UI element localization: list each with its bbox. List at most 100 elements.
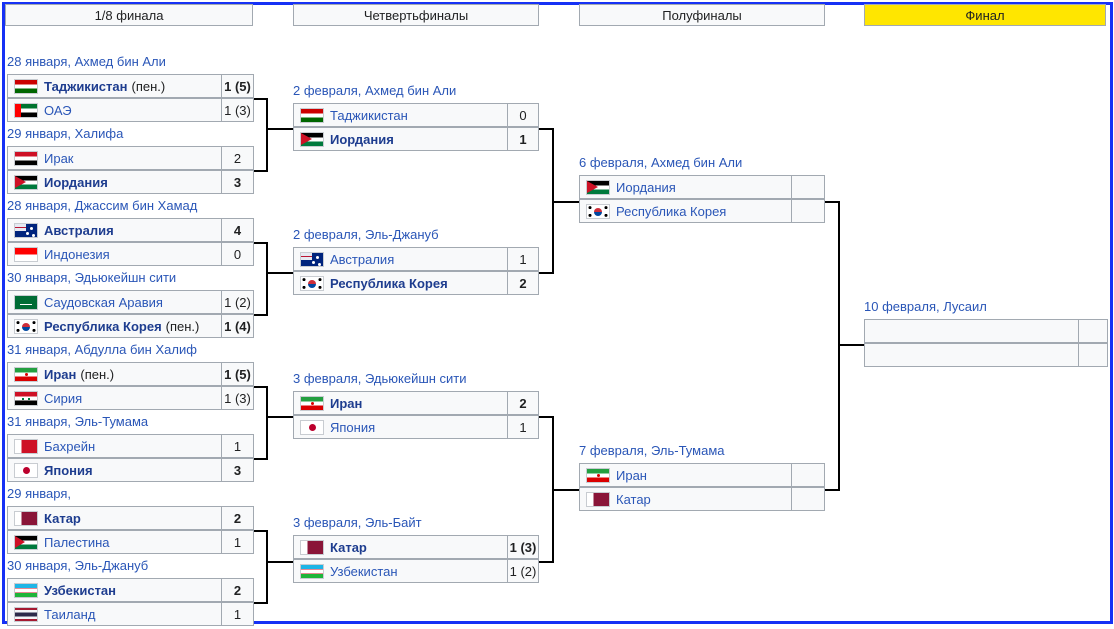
team-name[interactable]: Таиланд [44, 606, 96, 622]
r16-match-5-team-1-row[interactable]: Иран(пен.)1 (5) [7, 362, 254, 386]
team-score: 2 [221, 146, 254, 170]
bracket-connector [254, 98, 268, 100]
team-score: 1 [221, 434, 254, 458]
team-name[interactable]: Сирия [44, 390, 83, 406]
team-cell: Индонезия [7, 242, 222, 266]
team-name[interactable]: Иран [616, 467, 647, 483]
team-cell: Япония [7, 458, 222, 482]
team-name[interactable]: Катар [330, 539, 367, 555]
team-name[interactable]: Бахрейн [44, 438, 96, 454]
team-name[interactable]: Иордания [330, 131, 394, 147]
team-name[interactable]: Австралия [330, 251, 395, 267]
r16-match-2-team-1-row[interactable]: Ирак 2 [7, 146, 254, 170]
r16-match-4-team-2-row[interactable]: Республика Корея(пен.)1 (4) [7, 314, 254, 338]
jordan-flag-icon [586, 179, 610, 195]
team-score: 2 [507, 271, 539, 295]
team-cell: Республика Корея(пен.) [7, 314, 222, 338]
r16-match-1-team-1-row[interactable]: Таджикистан(пен.)1 (5) [7, 74, 254, 98]
team-score [791, 487, 825, 511]
bracket-connector [254, 530, 268, 532]
bracket-connector [266, 98, 268, 172]
team-name[interactable]: Палестина [44, 534, 110, 550]
team-score: 4 [221, 218, 254, 242]
team-name[interactable]: Саудовская Аравия [44, 294, 163, 310]
team-cell: Австралия [7, 218, 222, 242]
team-cell: Таджикистан [293, 103, 508, 127]
team-name[interactable]: Австралия [44, 222, 114, 238]
team-name[interactable]: Ирак [44, 150, 74, 166]
team-name[interactable]: Катар [44, 510, 81, 526]
penalty-note: (пен.) [80, 366, 115, 382]
bracket-connector [838, 344, 864, 346]
bracket-connector [825, 489, 840, 491]
team-name[interactable]: Таджикистан [44, 78, 128, 94]
bracket-connector [552, 489, 579, 491]
r16-match-4-label: 30 января, Эдьюкейшн сити [7, 270, 177, 285]
r16-match-8-team-1-row[interactable]: Узбекистан 2 [7, 578, 254, 602]
sf-match-2-team-1-row[interactable]: Иран [579, 463, 825, 487]
qatar-flag-icon [300, 539, 324, 555]
r16-match-6-team-1-row[interactable]: Бахрейн 1 [7, 434, 254, 458]
qf-match-2-team-1-row[interactable]: Австралия 1 [293, 247, 539, 271]
bracket-connector [254, 170, 268, 172]
team-name[interactable]: Япония [44, 462, 93, 478]
final-match-1-team-2-row[interactable] [864, 343, 1108, 367]
team-name[interactable]: Узбекистан [330, 563, 398, 579]
qf-match-4-label: 3 февраля, Эль-Байт [293, 515, 422, 530]
team-score [791, 175, 825, 199]
team-score: 1 [507, 247, 539, 271]
bracket-connector [825, 201, 840, 203]
korea-flag-icon [300, 275, 324, 291]
sf-match-1-team-2-row[interactable]: Республика Корея [579, 199, 825, 223]
team-score: 1 (4) [221, 314, 254, 338]
team-score: 1 [507, 127, 539, 151]
qatar-flag-icon [14, 510, 38, 526]
tajikistan-flag-icon [300, 107, 324, 123]
sf-match-2-team-2-row[interactable]: Катар [579, 487, 825, 511]
sf-match-1-team-1-row[interactable]: Иордания [579, 175, 825, 199]
team-name[interactable]: Республика Корея [330, 275, 448, 291]
uzbekistan-flag-icon [14, 582, 38, 598]
bracket-connector [539, 272, 554, 274]
team-cell: Иран [579, 463, 792, 487]
team-cell: Республика Корея [293, 271, 508, 295]
team-name[interactable]: Япония [330, 419, 376, 435]
team-name[interactable]: Иран [330, 395, 363, 411]
r16-match-3-team-1-row[interactable]: Австралия 4 [7, 218, 254, 242]
team-name[interactable]: Таджикистан [330, 107, 408, 123]
team-name[interactable]: Узбекистан [44, 582, 117, 598]
team-name[interactable]: Республика Корея [44, 318, 162, 334]
team-name[interactable]: Иордания [616, 179, 676, 195]
team-score: 1 (5) [221, 74, 254, 98]
team-score: 2 [221, 578, 254, 602]
team-name[interactable]: Индонезия [44, 246, 110, 262]
bracket-connector [539, 416, 554, 418]
team-name[interactable]: Иран [44, 366, 77, 382]
uzbekistan-flag-icon [300, 563, 324, 579]
round-header-final: Финал [864, 4, 1106, 26]
qf-match-1-team-2-row[interactable]: Иордания 1 [293, 127, 539, 151]
team-name[interactable]: Катар [616, 491, 651, 507]
bracket-connector [254, 314, 268, 316]
team-name[interactable]: Республика Корея [616, 203, 727, 219]
final-match-1-team-1-row[interactable] [864, 319, 1108, 343]
palestine-flag-icon [14, 534, 38, 550]
team-name[interactable]: Иордания [44, 174, 108, 190]
team-name[interactable]: ОАЭ [44, 102, 72, 118]
round-header-r16: 1/8 финала [5, 4, 253, 26]
qf-match-2-team-2-row[interactable]: Республика Корея 2 [293, 271, 539, 295]
